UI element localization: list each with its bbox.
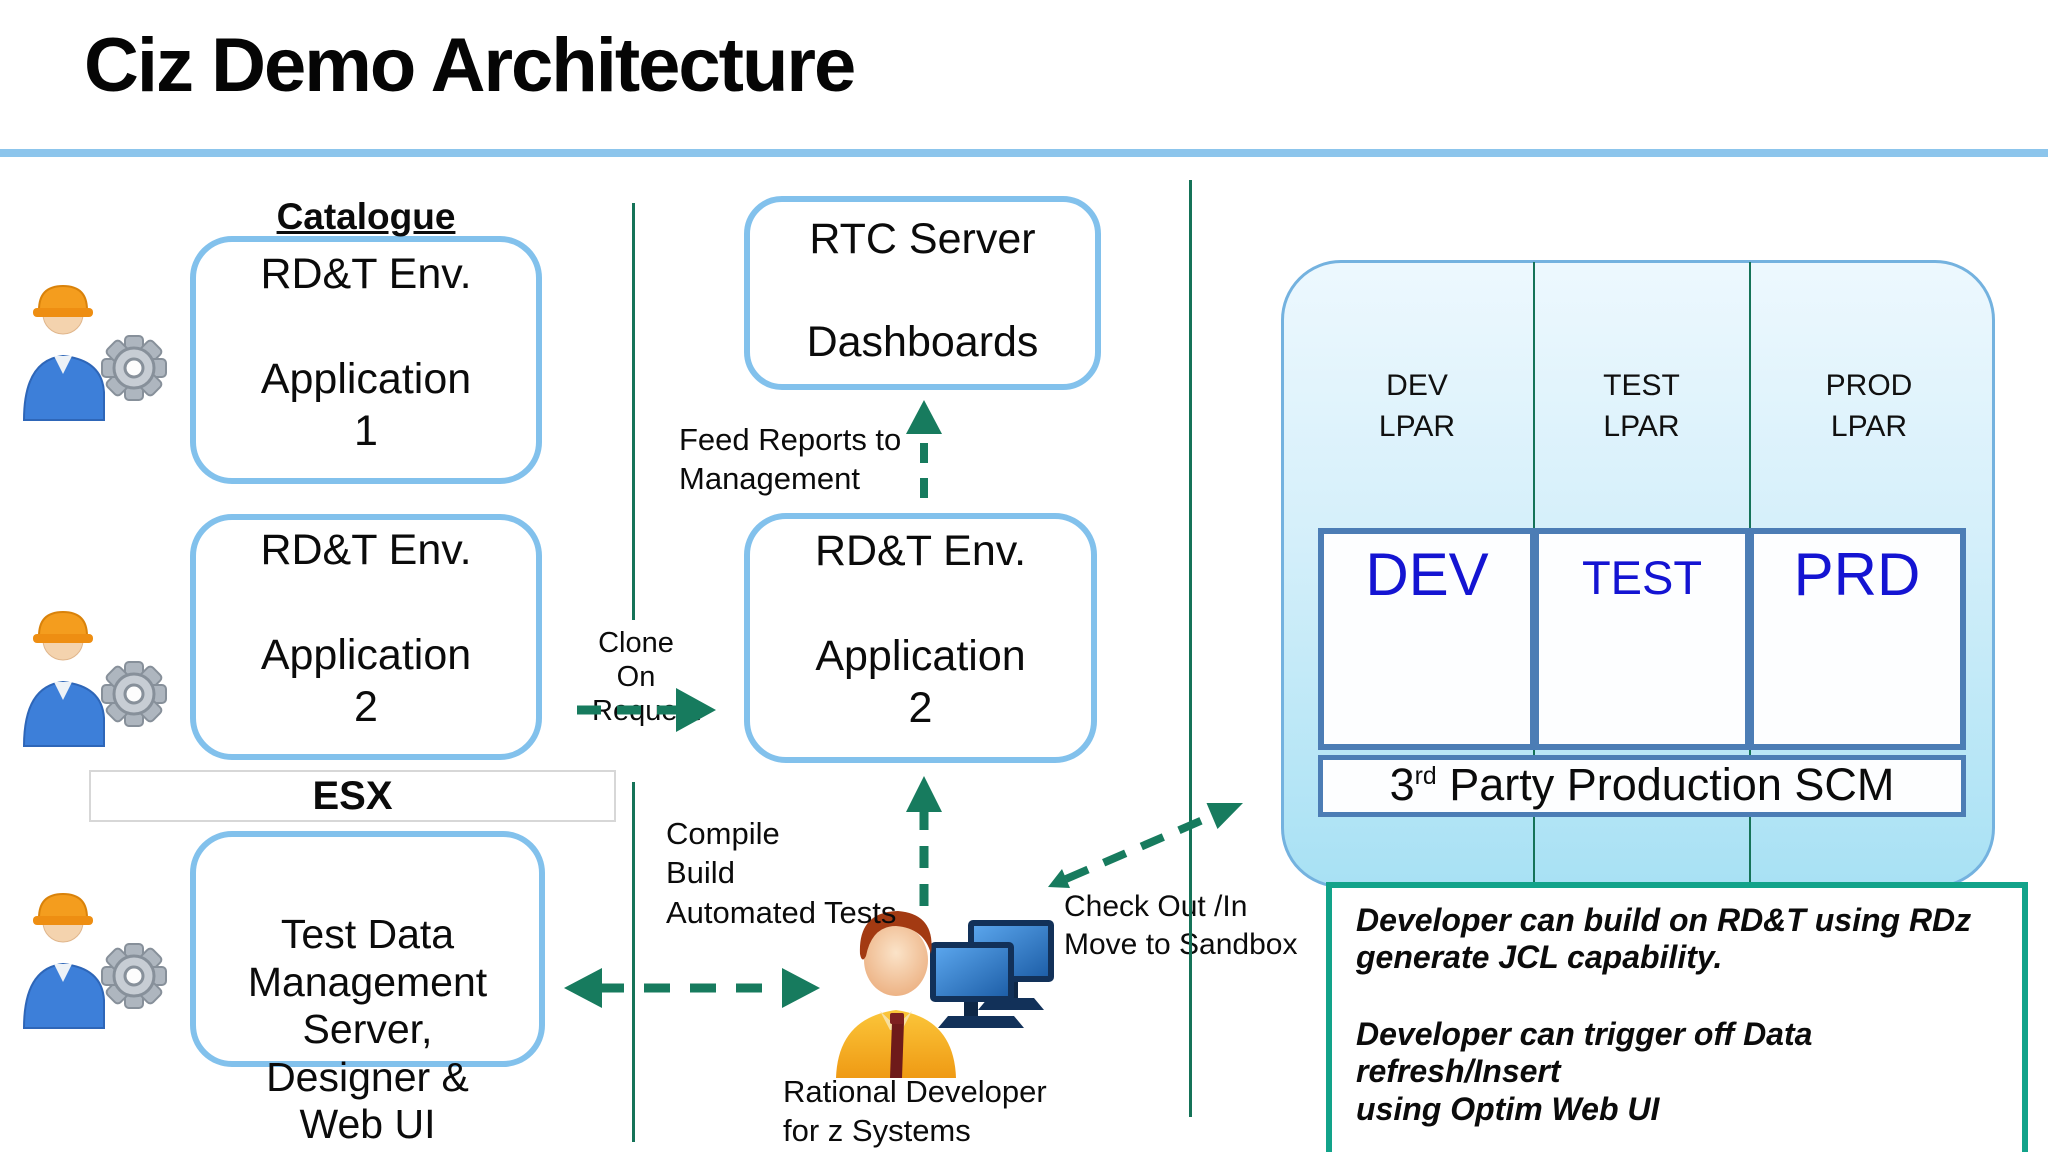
note-build-rdt: Developer can build on RD&T using RDz ge… [1356,902,1972,976]
test-lpar-label: TEST LPAR [1603,369,1680,443]
checkout-sandbox-arrow [1048,803,1243,888]
developer-workstation-icon [836,911,1054,1078]
scm-superscript: rd [1414,763,1437,790]
rdt-env-application1-label: RD&T Env. Application 1 [260,250,472,456]
test-data-management-box: Test Data Management Server, Designer & … [190,831,545,1147]
prod-lpar-label: PROD LPAR [1825,369,1913,443]
esx-label: ESX [312,774,393,818]
feed-reports-label: Feed Reports to Management [679,422,902,497]
test-env-label: TEST [1581,551,1703,604]
rdt-env-application2-box: RD&T Env. Application 2 [190,514,542,760]
dev-env-cell: DEV [1324,534,1530,744]
worker-gear-icon [22,284,167,421]
clone-on-request-label: Clone On Request [592,627,701,728]
catalogue-heading: Catalogue [276,196,456,237]
title-divider-rule [0,149,2048,157]
scm-prefix: 3 [1389,759,1415,810]
rtc-server-box: RTC Server Dashboards [744,196,1101,390]
prd-env-cell: PRD [1754,534,1960,744]
test-env-cell: TEST [1539,534,1745,744]
esx-box: ESX [89,770,616,822]
worker-gear-icon [22,610,167,747]
feed-reports-arrow [906,400,942,498]
developer-testdata-arrow [564,968,820,1008]
dev-lpar-label: DEV LPAR [1378,369,1456,443]
rational-developer-label: Rational Developer for z Systems [783,1074,1047,1149]
third-party-scm-bar: 3rd Party Production SCM [1318,755,1966,817]
compile-build-arrow [906,776,942,906]
environments-box: DEV TEST PRD [1318,528,1966,750]
dev-env-label: DEV [1365,541,1489,608]
rdt-env-application2-clone-box: RD&T Env. Application 2 [744,513,1097,763]
compile-build-tests-label: Compile Build Automated Tests [666,816,897,930]
rdt-env-application2-label: RD&T Env. Application 2 [260,526,472,732]
worker-gear-icon [22,892,167,1029]
page-title: Ciz Demo Architecture [84,23,856,108]
scm-rest: Party Production SCM [1436,759,1895,810]
test-data-management-label: Test Data Management Server, Designer & … [247,911,488,1148]
checkout-sandbox-label: Check Out /In Move to Sandbox [1064,890,1298,962]
developer-notes-box: Developer can build on RD&T using RDz ge… [1326,882,2028,1152]
prd-env-label: PRD [1793,541,1921,608]
rdt-env-application1-box: RD&T Env. Application 1 [190,236,542,484]
rtc-server-label: RTC Server Dashboards [806,215,1039,367]
note-data-refresh: Developer can trigger off Data refresh/I… [1356,1015,1813,1127]
rdt-env-application2-clone-label: RD&T Env. Application 2 [814,527,1027,733]
